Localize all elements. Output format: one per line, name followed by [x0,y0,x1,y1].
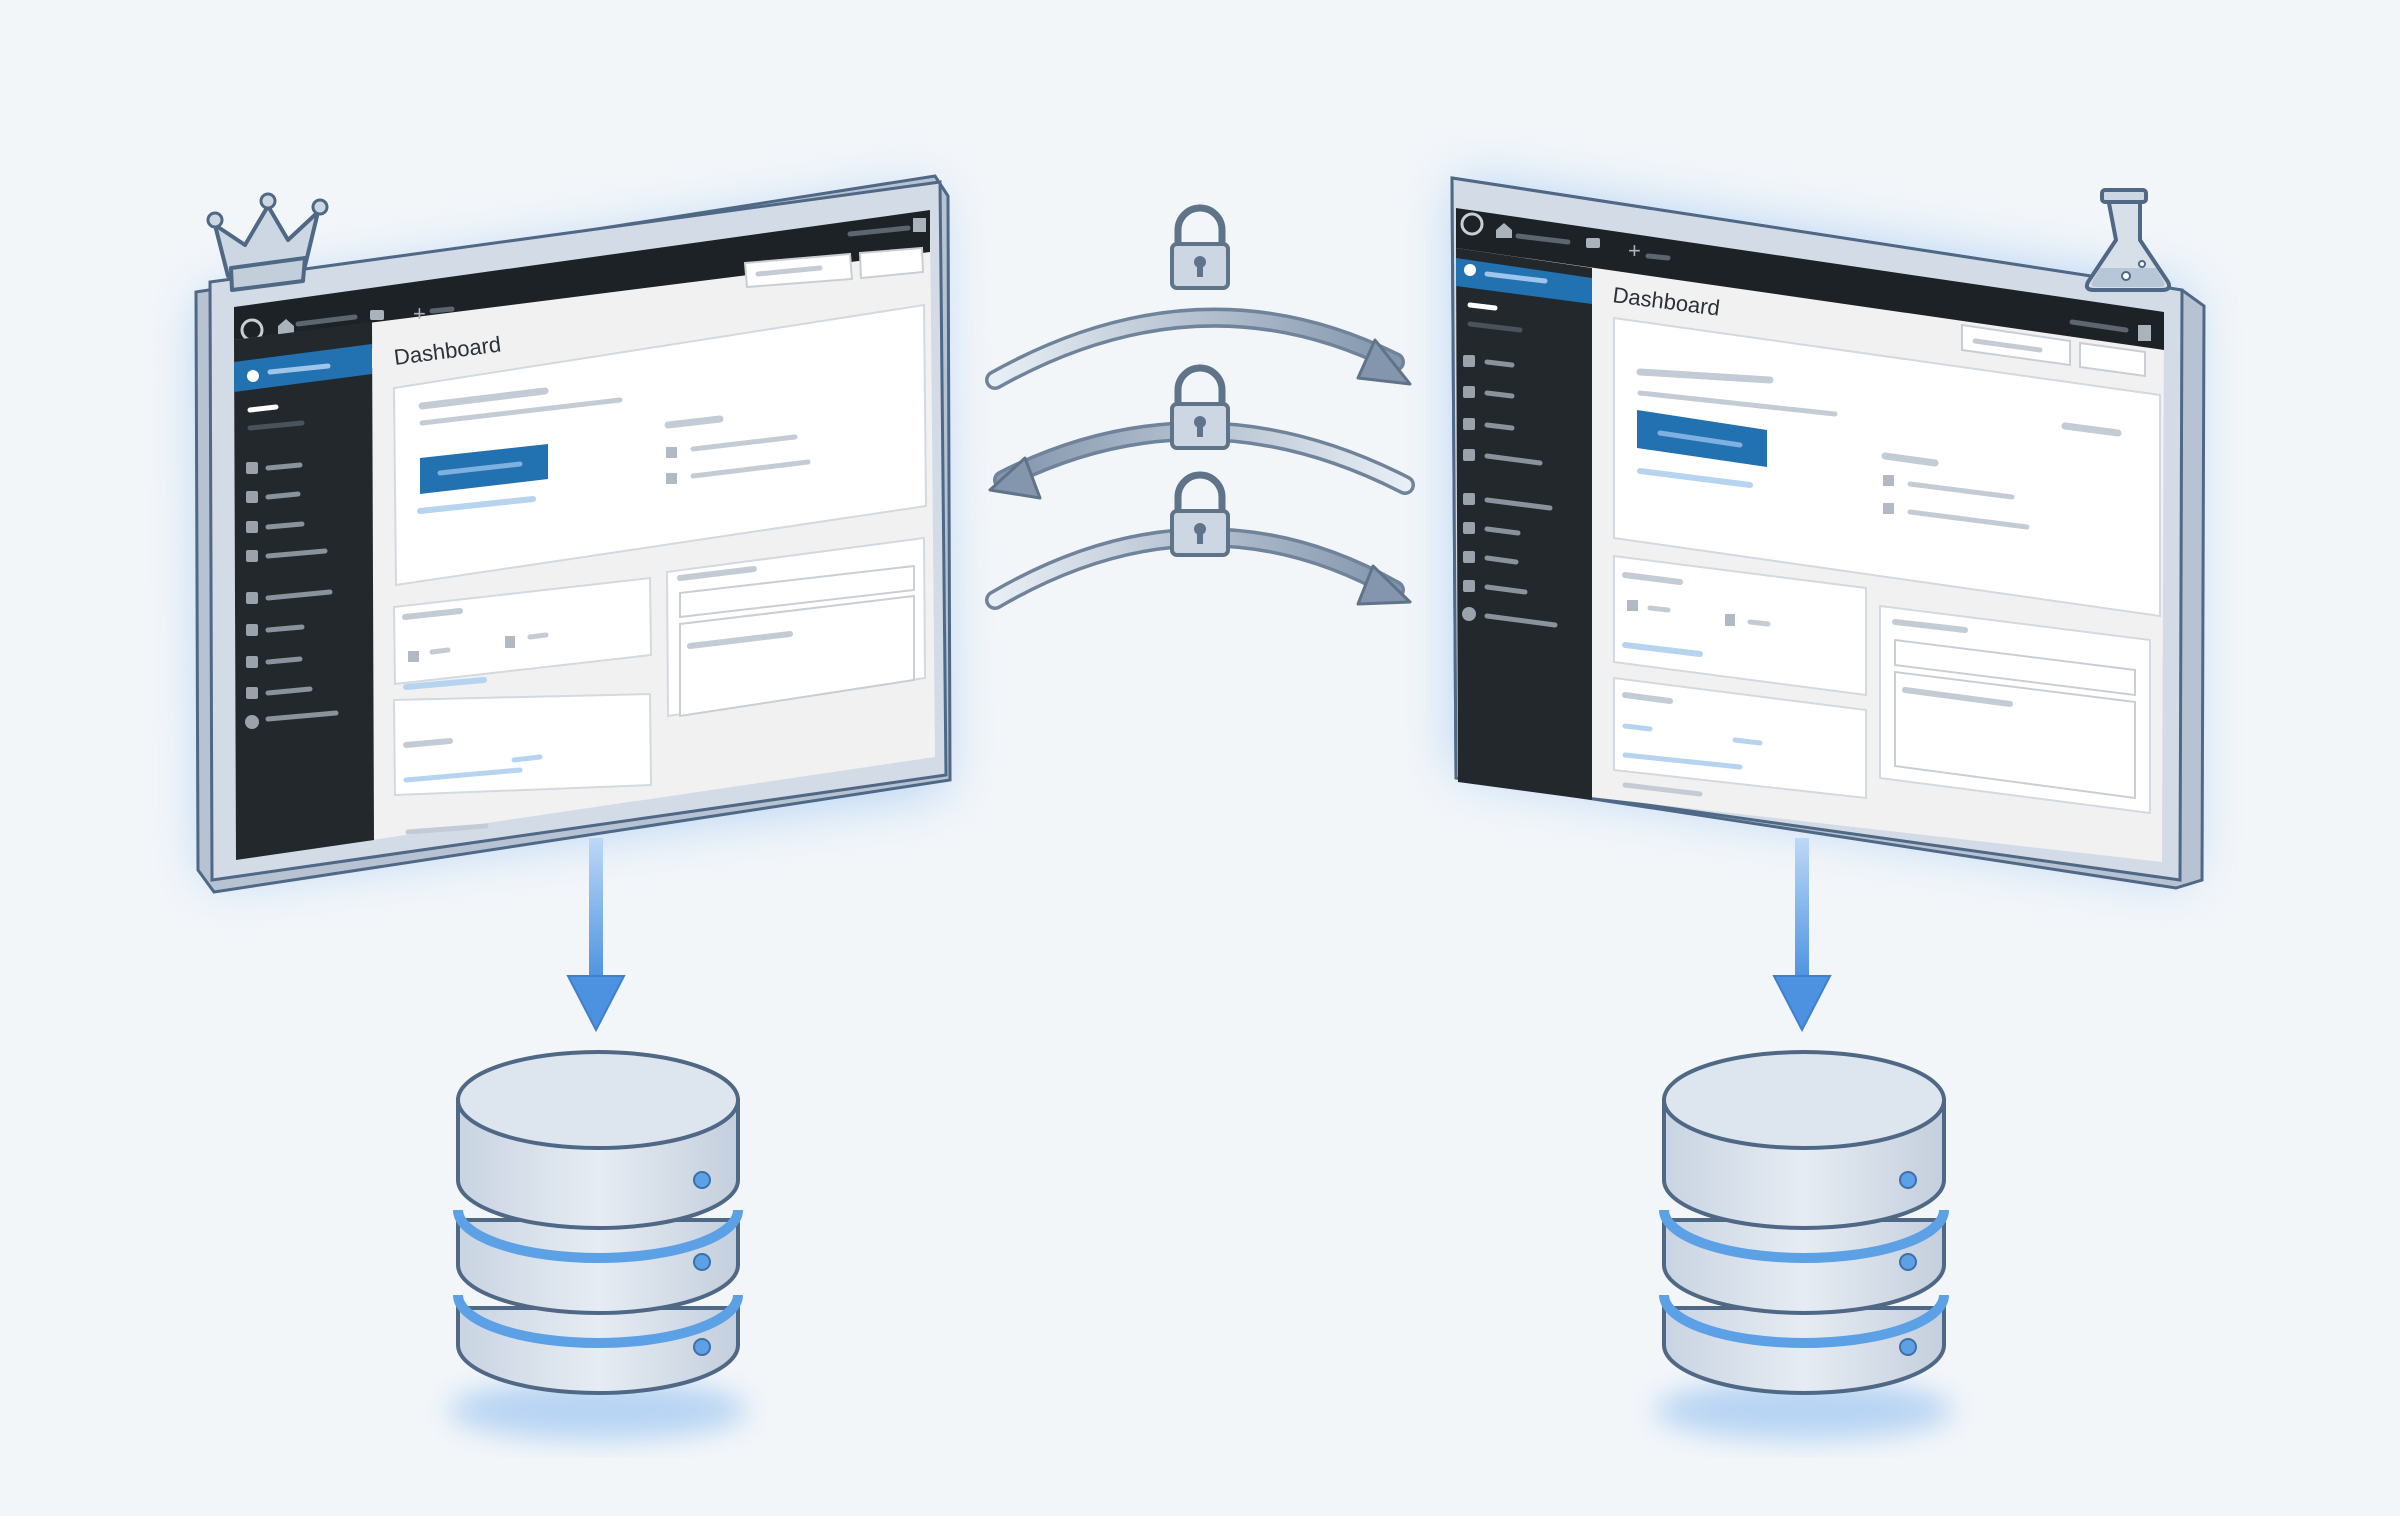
activity-box [392,692,653,797]
left-storage-arrow [566,838,626,1033]
media-icon [246,491,258,503]
comment-icon [1463,449,1475,461]
at-a-glance-box [1613,554,1867,697]
database-icon [1654,1050,1954,1440]
avatar [2138,325,2151,341]
admin-sidebar [1456,248,1592,800]
draft-title-input[interactable] [679,564,915,619]
padlock-icon [1170,471,1230,557]
draft-content-input[interactable] [1894,670,2136,800]
crown-icon [206,192,329,292]
sidebar-menu [1484,359,1558,628]
pin-icon [408,651,419,662]
pin-icon [1463,355,1475,367]
comments-icon [370,310,384,320]
flask-icon [2084,188,2172,292]
dashboard-icon [1464,264,1476,276]
at-a-glance-box [392,576,653,686]
pages-icon [246,521,258,533]
draft-title-input[interactable] [1894,638,2136,697]
admin-sidebar [234,322,374,860]
production-site: + [194,174,952,1440]
admin-topbar [234,210,930,340]
widget-icon [1883,503,1894,514]
appearance-icon [246,592,258,604]
sidebar-icons [245,462,259,729]
avatar [913,218,926,232]
settings-icon [245,715,259,729]
users-icon [246,656,258,668]
home-icon [278,319,294,334]
welcome-panel [1613,316,2161,618]
appearance-icon [1463,493,1475,505]
tools-icon [1463,551,1475,563]
help-tab[interactable] [858,246,925,280]
tools-icon [246,687,258,699]
sidebar-item-dashboard[interactable] [1456,258,1592,304]
staging-site: + [1450,176,2206,1440]
draft-content-input[interactable] [679,594,915,718]
push-arrow [985,307,1412,390]
activity-box [1613,676,1867,800]
post-icon [666,447,677,458]
pin-icon [1627,600,1638,611]
dashboard-icon [247,370,259,382]
admin-screen: + [1456,208,2164,862]
home-icon [1496,223,1512,238]
padlock-icon [1170,364,1230,450]
help-tab[interactable] [2079,341,2146,378]
media-icon [1463,386,1475,398]
pages-icon [1463,418,1475,430]
settings-icon [1462,607,1476,621]
plugins-icon [246,624,258,636]
add-new-icon: + [1628,238,1641,263]
right-storage-arrow [1772,838,1832,1033]
admin-screen: + [234,210,935,860]
add-new-icon: + [413,301,426,326]
welcome-panel [392,303,928,587]
pages-icon [505,636,515,648]
plugins-icon [1463,522,1475,534]
comments-icon [1586,238,1600,248]
sidebar-menu [265,462,339,722]
admin-topbar [1456,208,2164,350]
database-icon [448,1050,748,1440]
post-icon [1883,475,1894,486]
comment-icon [246,550,258,562]
pin-icon [246,462,258,474]
padlock-icon [1170,204,1230,290]
sidebar-icons [1462,355,1476,621]
wordpress-icon [1460,212,1484,236]
users-icon [1463,580,1475,592]
widget-icon [666,473,677,484]
pages-icon [1725,614,1735,626]
sync-arrows [985,204,1415,610]
